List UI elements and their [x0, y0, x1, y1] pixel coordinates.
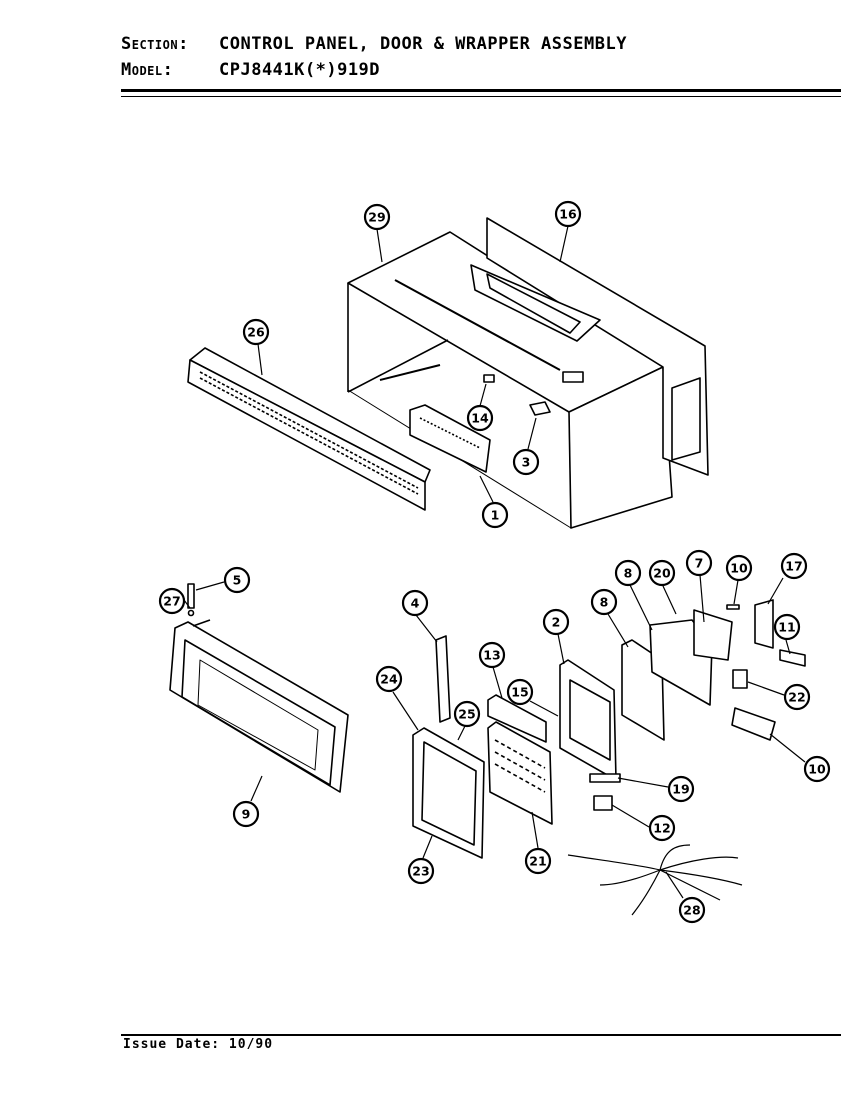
svg-text:7: 7	[695, 556, 704, 571]
callout-12: 12	[648, 814, 676, 842]
svg-text:22: 22	[788, 690, 805, 705]
keypad-21	[487, 721, 553, 825]
svg-text:13: 13	[483, 648, 500, 663]
svg-text:8: 8	[600, 595, 609, 610]
part-22	[732, 669, 748, 689]
svg-text:24: 24	[380, 672, 398, 687]
wrapper-cabinet	[347, 217, 709, 529]
callout-16: 16	[554, 200, 582, 228]
callout-8a: 8	[590, 588, 618, 616]
svg-text:16: 16	[559, 207, 577, 222]
callout-17: 17	[780, 552, 808, 580]
wire-harness-28	[567, 844, 743, 916]
part-12	[593, 795, 613, 811]
svg-text:5: 5	[233, 573, 242, 588]
leader-lines	[183, 225, 806, 899]
hinge-5	[187, 583, 195, 609]
issue-date-row: Issue Date: 10/90	[123, 1037, 273, 1052]
issue-date-label: Issue Date:	[123, 1037, 221, 1052]
section-row: Section: CONTROL PANEL, DOOR & WRAPPER AS…	[121, 34, 627, 54]
callout-4: 4	[401, 589, 429, 617]
callout-21: 21	[524, 847, 552, 875]
header-rule-thick	[121, 89, 841, 92]
svg-text:19: 19	[672, 782, 689, 797]
bracket-7	[693, 609, 733, 661]
callout-14: 14	[466, 404, 494, 432]
svg-text:28: 28	[683, 903, 700, 918]
svg-text:3: 3	[522, 455, 531, 470]
svg-text:4: 4	[411, 596, 420, 611]
svg-text:25: 25	[458, 707, 475, 722]
callout-25: 25	[453, 700, 481, 728]
model-label: Model:	[121, 60, 174, 80]
svg-text:9: 9	[242, 807, 251, 822]
callout-22: 22	[783, 683, 811, 711]
svg-text:8: 8	[624, 566, 633, 581]
callout-2: 2	[542, 608, 570, 636]
control-vent	[409, 404, 491, 473]
svg-text:15: 15	[511, 685, 528, 700]
callout-29: 29	[363, 203, 391, 231]
svg-text:29: 29	[368, 210, 385, 225]
model-row: Model: CPJ8441K(*)919D	[121, 60, 380, 80]
section-label: Section:	[121, 34, 189, 54]
control-panel-2	[559, 659, 617, 781]
svg-text:11: 11	[778, 620, 795, 635]
callout-19: 19	[667, 775, 695, 803]
callout-5: 5	[223, 566, 251, 594]
callout-27: 27	[158, 587, 186, 615]
callout-10b: 10	[803, 755, 831, 783]
callout-9: 9	[232, 800, 260, 828]
clip-14	[483, 374, 495, 383]
callout-20: 20	[648, 559, 676, 587]
callout-7: 7	[685, 549, 713, 577]
part-17	[754, 599, 774, 649]
membrane-13	[487, 694, 547, 743]
svg-text:1: 1	[491, 508, 500, 523]
callout-24: 24	[375, 665, 403, 693]
callout-13: 13	[478, 641, 506, 669]
header-rule-thin	[121, 96, 841, 97]
part-10b	[731, 707, 776, 741]
model-number: CPJ8441K(*)919D	[219, 60, 381, 80]
svg-text:10: 10	[730, 561, 748, 576]
callout-15: 15	[506, 678, 534, 706]
svg-text:17: 17	[785, 559, 802, 574]
svg-text:2: 2	[552, 615, 561, 630]
svg-text:14: 14	[471, 411, 489, 426]
bracket-3	[529, 401, 551, 416]
svg-text:27: 27	[163, 594, 180, 609]
callout-10a: 10	[725, 554, 753, 582]
door-assembly	[169, 619, 349, 793]
callout-1: 1	[481, 501, 509, 529]
section-title: CONTROL PANEL, DOOR & WRAPPER ASSEMBLY	[219, 34, 627, 54]
door-frame	[412, 727, 485, 859]
callout-11: 11	[773, 613, 801, 641]
svg-text:21: 21	[529, 854, 546, 869]
bracket-4	[435, 635, 451, 723]
issue-date-value: 10/90	[228, 1037, 274, 1052]
part-19	[589, 773, 621, 783]
svg-text:12: 12	[653, 821, 670, 836]
part-11	[779, 649, 806, 667]
front-grille	[187, 347, 431, 511]
svg-text:23: 23	[412, 864, 429, 879]
svg-text:10: 10	[808, 762, 826, 777]
callout-23: 23	[407, 857, 435, 885]
callout-28: 28	[678, 896, 706, 924]
callout-3: 3	[512, 448, 540, 476]
footer-rule	[121, 1034, 841, 1036]
callout-26: 26	[242, 318, 270, 346]
svg-text:20: 20	[653, 566, 671, 581]
callout-8b: 8	[614, 559, 642, 587]
part-10a	[726, 604, 740, 610]
svg-text:26: 26	[247, 325, 265, 340]
